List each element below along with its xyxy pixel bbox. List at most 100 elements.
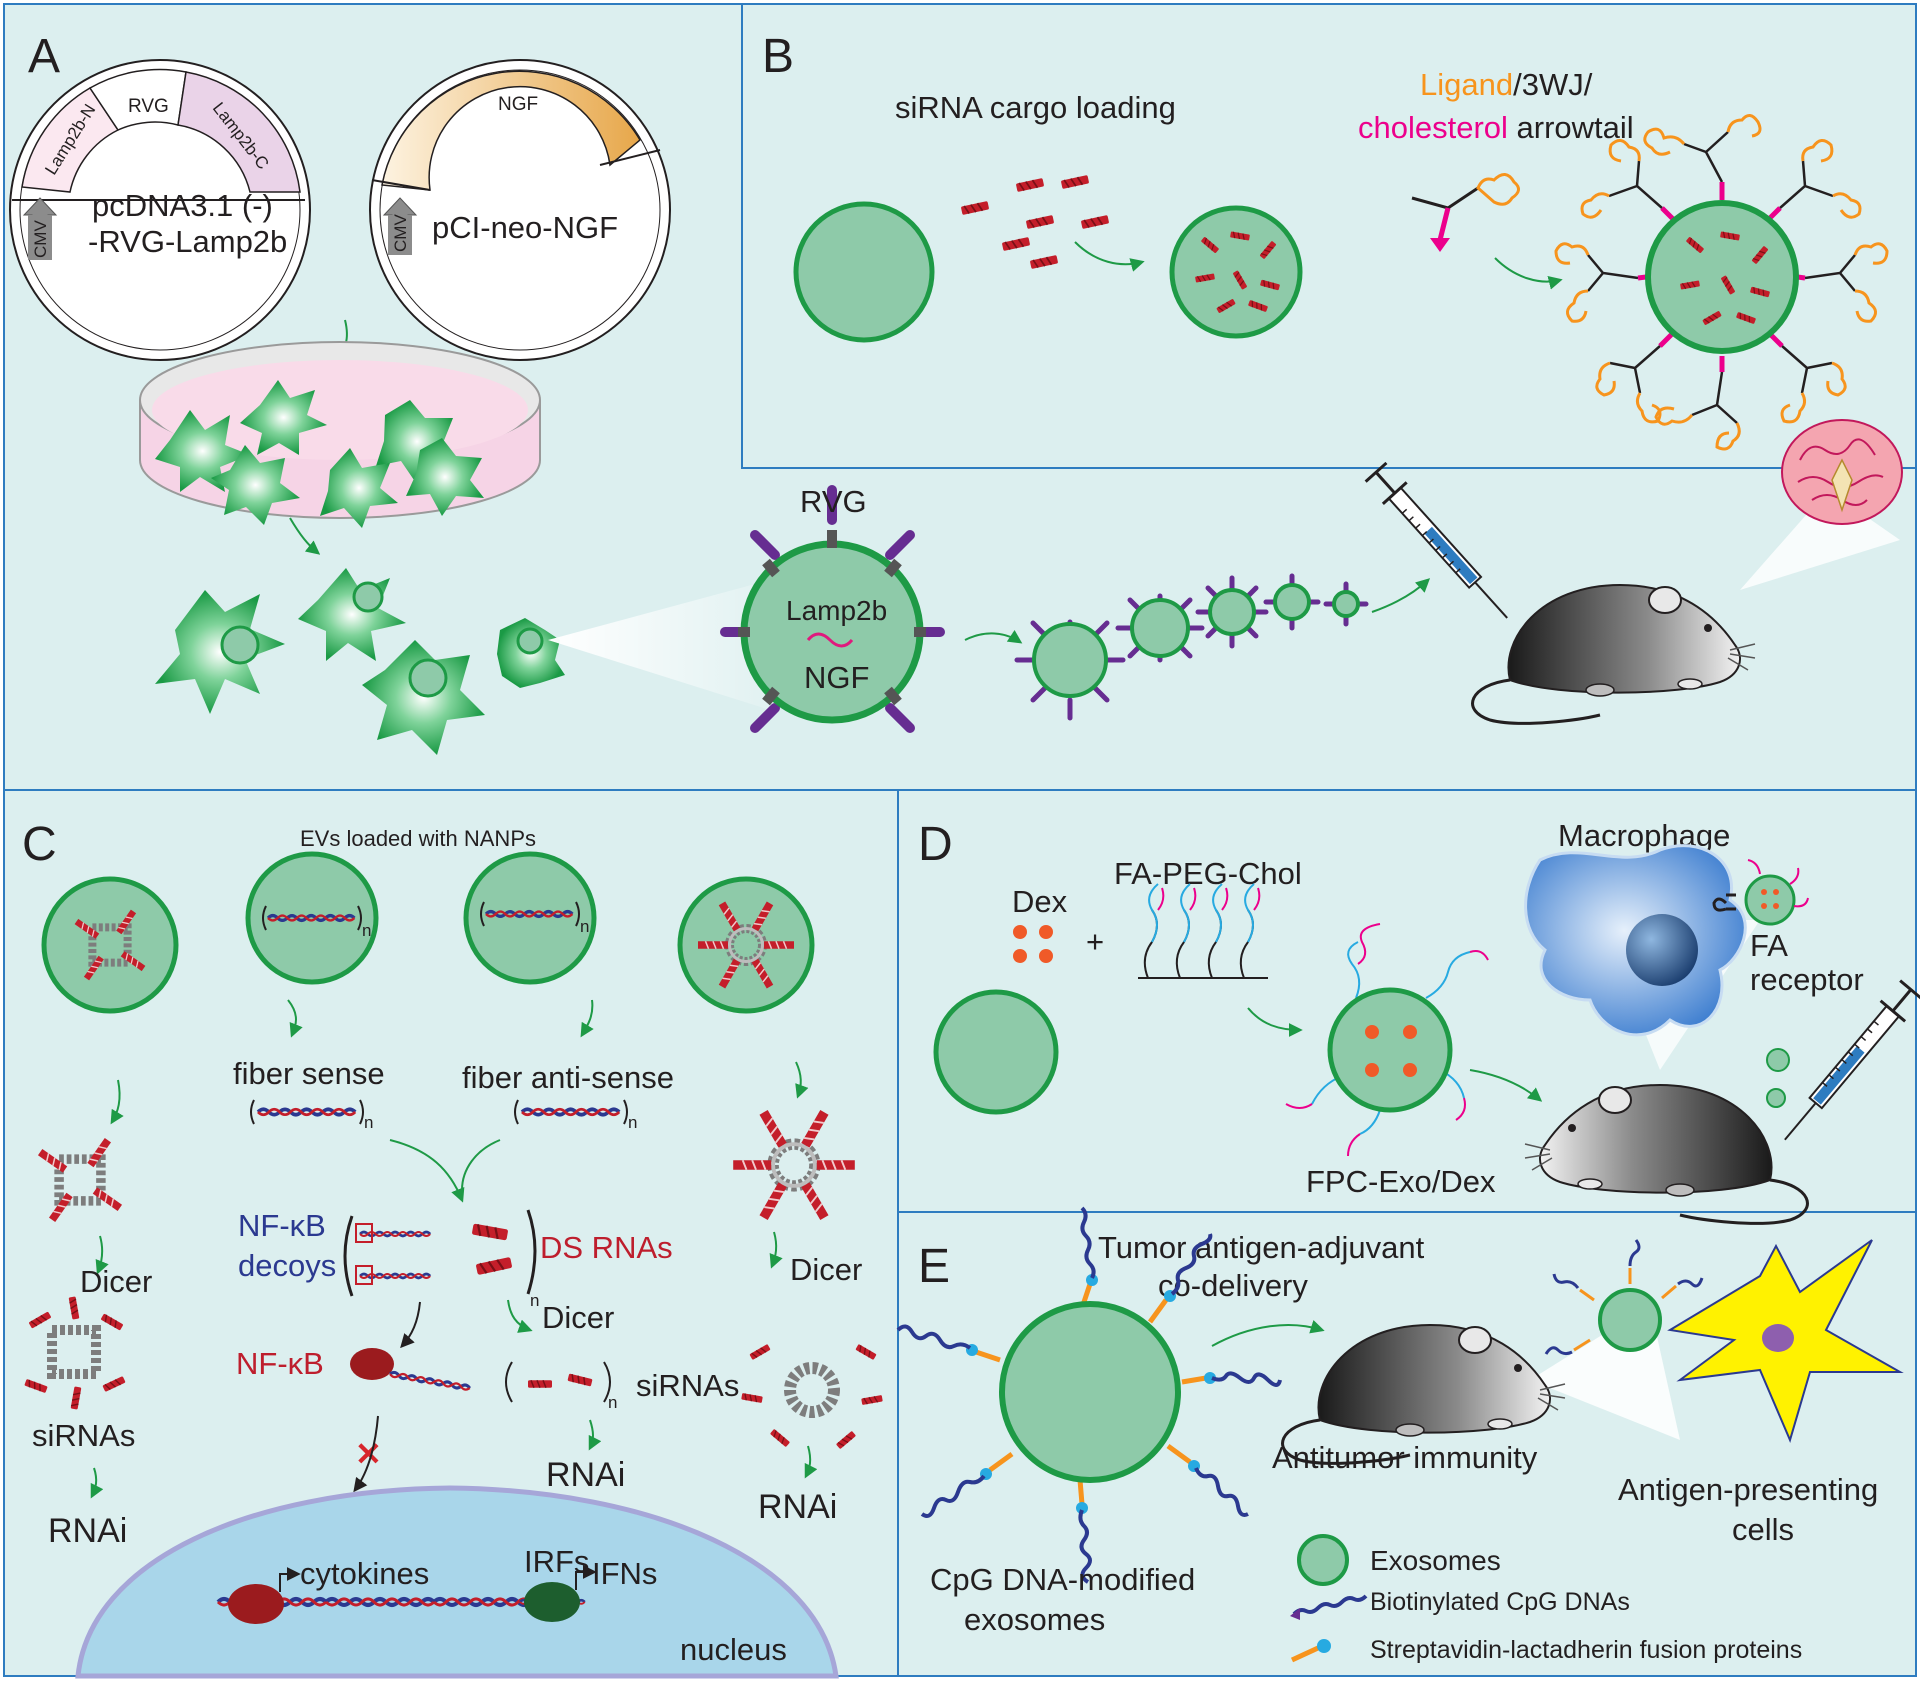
ligand-label: Ligand/3WJ/ bbox=[1420, 67, 1593, 102]
arrow-c-antisense bbox=[580, 999, 594, 1038]
empty-exosome-d bbox=[933, 989, 1059, 1115]
plasmid2-cmv-promoter: CMV bbox=[391, 214, 410, 252]
arrow-d-assembly bbox=[1247, 1007, 1303, 1037]
apc-label-line1: Antigen-presenting bbox=[1618, 1472, 1878, 1507]
cpg-modified-exosome bbox=[896, 1206, 1282, 1584]
panel-e-title-line1: Tumor antigen-adjuvant bbox=[1098, 1230, 1425, 1265]
antigen-presenting-cell bbox=[1667, 1239, 1904, 1443]
legend-cpg-label: Biotinylated CpG DNAs bbox=[1370, 1588, 1630, 1616]
antitumor-immunity-label: Antitumor immunity bbox=[1272, 1440, 1538, 1475]
cube-after-dicer bbox=[23, 1295, 127, 1411]
plus-sign: + bbox=[1086, 924, 1104, 959]
exosome-series bbox=[1014, 573, 1369, 721]
dicer-right-label: Dicer bbox=[790, 1252, 862, 1287]
legend-fusion-label: Streptavidin-lactadherin fusion proteins bbox=[1370, 1636, 1802, 1664]
ifns-label: IFNs bbox=[592, 1556, 657, 1591]
fa-receptor-line1: FA bbox=[1750, 928, 1788, 963]
nfkb-decoys-line1: NF-κB bbox=[238, 1208, 326, 1243]
apc-label-line2: cells bbox=[1732, 1512, 1794, 1547]
ev-with-ring-nanp bbox=[677, 876, 815, 1014]
arrow-c-mid-rnai bbox=[588, 1419, 602, 1451]
arrow-e-to-mouse bbox=[1211, 1319, 1325, 1347]
fa-receptor-line2: receptor bbox=[1750, 962, 1864, 997]
fiber-sense-label: fiber sense bbox=[233, 1056, 385, 1091]
exosome-cargo-ngf: NGF bbox=[804, 660, 869, 695]
zoom-beam bbox=[548, 580, 770, 710]
arrow-dish-to-cells bbox=[289, 517, 321, 555]
fiber-antisense-label: fiber anti-sense bbox=[462, 1060, 674, 1095]
macrophage-cell bbox=[1524, 844, 1747, 1037]
arrow-c-left-1 bbox=[110, 1079, 124, 1125]
nfkb-label: NF-κB bbox=[236, 1346, 324, 1381]
arrow-dsrna-to-dicer bbox=[507, 1299, 533, 1333]
panel-d-letter: D bbox=[918, 818, 953, 871]
arrow-d-to-mouse bbox=[1469, 1069, 1543, 1102]
panel-e-letter: E bbox=[918, 1240, 950, 1293]
brain bbox=[1781, 419, 1903, 525]
arrow-fibers-merge-2 bbox=[461, 1139, 501, 1191]
arrow-c-left-rnai bbox=[90, 1467, 104, 1499]
arrow-nfkb-to-nucleus bbox=[353, 1415, 379, 1493]
legend-exosome-swatch bbox=[1297, 1534, 1349, 1586]
arrow-c-left-dicer bbox=[95, 1235, 109, 1275]
arrowtail-word: arrowtail bbox=[1508, 110, 1634, 145]
panel-a-letter: A bbox=[28, 30, 60, 83]
arrow-loading bbox=[1074, 241, 1145, 272]
arrow-series-to-mouse bbox=[1371, 578, 1431, 613]
legend-exosomes-label: Exosomes bbox=[1370, 1545, 1501, 1576]
fiber-antisense-n: n bbox=[628, 1113, 637, 1132]
ds-rnas-n: n bbox=[530, 1291, 539, 1310]
ds-rnas-label: DS RNAs bbox=[540, 1230, 673, 1265]
decorated-exosome-b bbox=[1554, 114, 1889, 451]
arrow-decoy-to-nfkb bbox=[400, 1301, 421, 1349]
apc-exosome bbox=[1544, 1239, 1704, 1356]
small-exosomes-in-cells bbox=[220, 581, 544, 698]
rnai-right-label: RNAi bbox=[758, 1488, 837, 1526]
cultured-cells bbox=[155, 380, 484, 528]
legend-fusion-swatch bbox=[1290, 1639, 1331, 1663]
rnai-mid-label: RNAi bbox=[546, 1456, 625, 1494]
fiber-sense-n: n bbox=[364, 1113, 373, 1132]
arrow-fibers-merge bbox=[389, 1139, 465, 1203]
siRNA-cargo-loading-label: siRNA cargo loading bbox=[895, 90, 1176, 125]
nucleus bbox=[75, 1485, 839, 1679]
dicer-mid-label: Dicer bbox=[542, 1300, 614, 1335]
panel-c-letter: C bbox=[22, 818, 57, 871]
dex-molecules bbox=[1013, 925, 1053, 963]
dex-label: Dex bbox=[1012, 884, 1068, 919]
sirnas-mid-n: n bbox=[608, 1393, 617, 1412]
fpc-exo-dex bbox=[1285, 923, 1489, 1157]
arrow-exosome-to-series bbox=[964, 629, 1023, 644]
fa-peg-chol-molecules bbox=[1138, 883, 1268, 979]
sirnas-left-label: siRNAs bbox=[32, 1418, 135, 1453]
nfkb-decoy-bracket bbox=[343, 1215, 432, 1297]
panel-b-letter: B bbox=[762, 30, 794, 83]
rnai-left-label: RNAi bbox=[48, 1512, 127, 1550]
arrow-to-decorated bbox=[1494, 257, 1563, 290]
engineered-exosome bbox=[720, 485, 945, 733]
nucleus-label: nucleus bbox=[680, 1632, 787, 1667]
nfkb-decoys-line2: decoys bbox=[238, 1248, 336, 1283]
loaded-exosome-b bbox=[1169, 205, 1303, 339]
ligand-word: Ligand bbox=[1420, 67, 1513, 102]
cpg-exosome-label-line1: CpG DNA-modified bbox=[930, 1562, 1195, 1597]
arrow-c-right-1 bbox=[795, 1061, 809, 1099]
ds-rnas-group bbox=[470, 1209, 537, 1295]
plasmid-rvg-lamp2b bbox=[9, 59, 311, 361]
arrow-c-sense bbox=[287, 999, 303, 1038]
plasmid2-segment-ngf: NGF bbox=[498, 94, 538, 115]
sirnas-mid-label: siRNAs bbox=[636, 1368, 739, 1403]
macrophage-label: Macrophage bbox=[1558, 818, 1730, 853]
plasmid1-name-line1: pcDNA3.1 (-) bbox=[92, 188, 273, 223]
arrow-c-right-rnai bbox=[804, 1445, 818, 1479]
ev-with-antisense-fiber bbox=[463, 851, 597, 985]
plasmid1-segment-rvg: RVG bbox=[128, 96, 169, 117]
sirnas-mid-group bbox=[505, 1361, 611, 1403]
dicer-left-label: Dicer bbox=[80, 1264, 152, 1299]
fa-receptor-binding bbox=[1712, 859, 1809, 926]
3wj-arrowtail-construct bbox=[1411, 173, 1520, 252]
ev-with-cube-nanp bbox=[41, 876, 179, 1014]
plasmid-ngf bbox=[369, 59, 671, 361]
exosome-surface-rvg: RVG bbox=[800, 484, 867, 519]
